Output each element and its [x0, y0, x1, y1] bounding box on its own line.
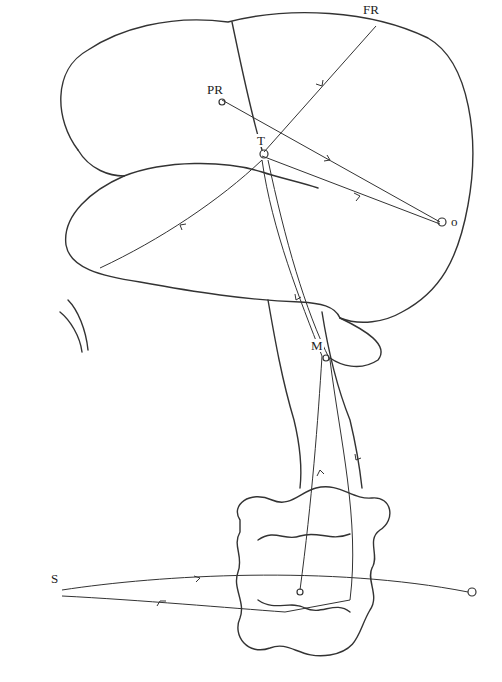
letter-label: FR — [362, 3, 380, 16]
letter-label: M — [310, 339, 324, 352]
letter-label: S — [50, 572, 59, 585]
letter-label: o — [450, 215, 459, 228]
letter-label: T — [256, 134, 266, 147]
letter-label: PR — [206, 83, 224, 96]
